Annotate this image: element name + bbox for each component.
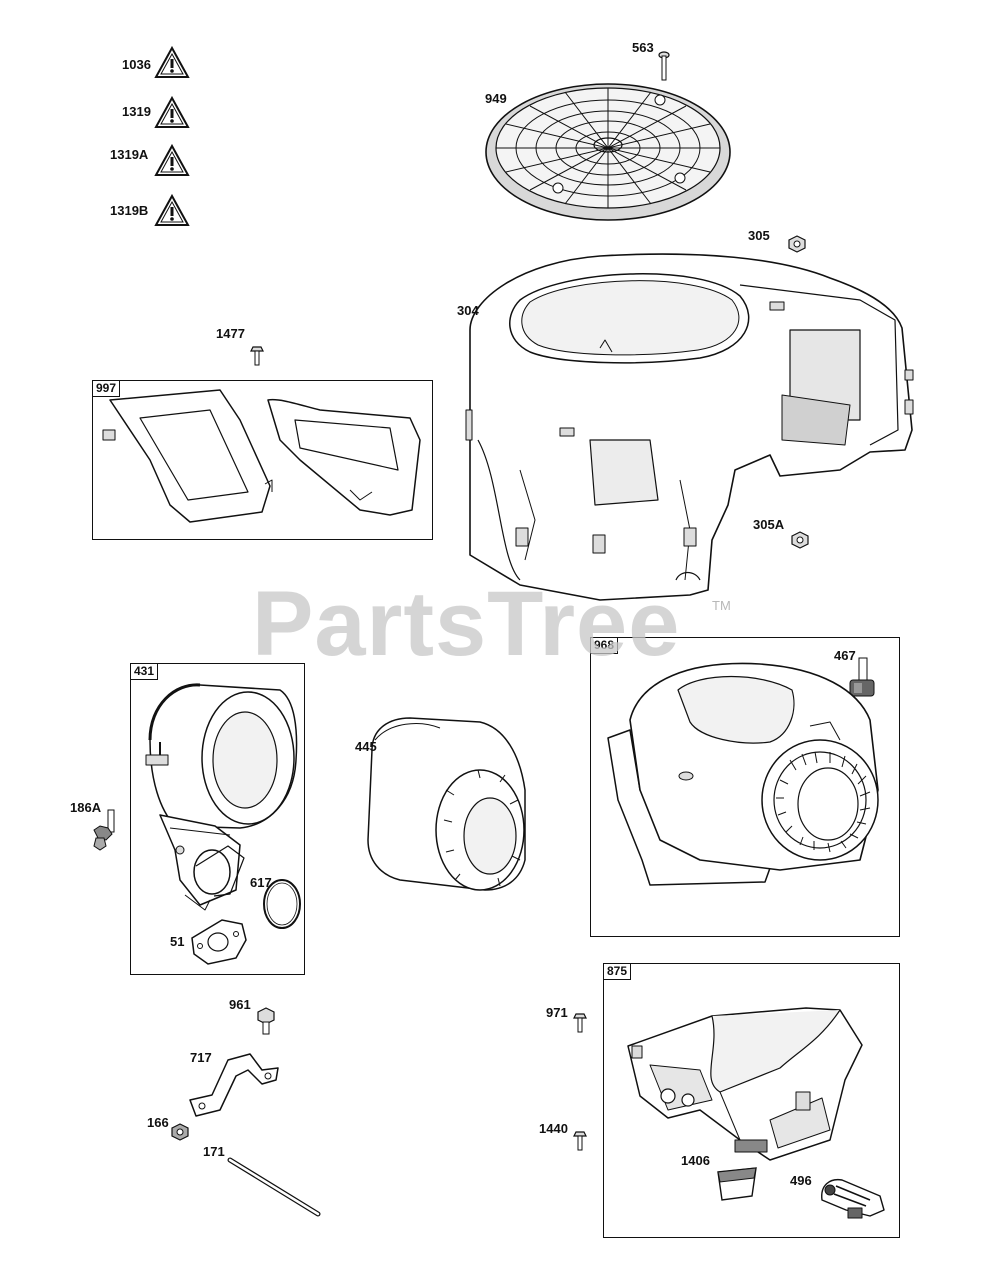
warning-label-1319b: 1319B xyxy=(110,203,149,218)
watermark-tm: TM xyxy=(712,598,731,613)
label-305: 305 xyxy=(748,228,770,243)
label-467: 467 xyxy=(834,648,856,663)
part-617-o-ring xyxy=(263,879,301,929)
label-563: 563 xyxy=(632,40,654,55)
part-875-cover xyxy=(627,1007,863,1161)
part-961-bolt xyxy=(257,1007,275,1035)
warning-label-1319: 1319 xyxy=(122,104,151,119)
warning-icon-1036 xyxy=(155,47,189,78)
frame-875 xyxy=(603,963,900,1238)
frame-997 xyxy=(92,380,433,540)
part-305-bolt xyxy=(788,235,806,253)
part-997-baffles xyxy=(102,389,421,523)
frame-431 xyxy=(130,663,305,975)
label-445: 445 xyxy=(355,739,377,754)
label-166: 166 xyxy=(147,1115,169,1130)
label-717: 717 xyxy=(190,1050,212,1065)
label-1406: 1406 xyxy=(681,1153,710,1168)
box-label-968: 968 xyxy=(590,637,619,655)
label-304: 304 xyxy=(457,303,479,318)
part-949-grille xyxy=(485,83,731,221)
box-label-875: 875 xyxy=(603,963,632,981)
box-label-997: 997 xyxy=(92,380,121,398)
part-1406-grommet xyxy=(717,1167,757,1201)
frame-968 xyxy=(590,637,900,937)
part-304-blower-housing xyxy=(465,253,914,601)
part-186a-fitting xyxy=(93,809,115,851)
part-171-rod xyxy=(227,1157,321,1217)
label-51: 51 xyxy=(170,934,185,949)
warning-icon-1319a xyxy=(155,145,189,176)
label-186a: 186A xyxy=(70,800,102,815)
part-431-air-cleaner-base xyxy=(145,683,298,911)
label-971: 971 xyxy=(546,1005,568,1020)
label-949: 949 xyxy=(485,91,507,106)
part-717-bracket xyxy=(189,1053,279,1117)
part-166-nut xyxy=(171,1123,189,1141)
part-968-cover xyxy=(607,662,879,886)
part-305a-bolt xyxy=(791,531,809,549)
part-1440-screw xyxy=(573,1131,587,1151)
part-1477-bolt xyxy=(250,346,264,366)
part-51-gasket xyxy=(191,919,247,965)
warning-icon-1319b xyxy=(155,195,189,226)
warning-label-1319a: 1319A xyxy=(110,147,149,162)
label-1477: 1477 xyxy=(216,326,245,341)
label-617: 617 xyxy=(250,875,272,890)
label-171: 171 xyxy=(203,1144,225,1159)
warning-label-1036: 1036 xyxy=(122,57,151,72)
label-961: 961 xyxy=(229,997,251,1012)
part-971-screw xyxy=(573,1013,587,1033)
label-305a: 305A xyxy=(753,517,785,532)
part-563-screw xyxy=(658,51,670,81)
part-496-clip xyxy=(821,1178,885,1219)
warning-icon-1319 xyxy=(155,97,189,128)
box-label-431: 431 xyxy=(130,663,159,681)
label-496: 496 xyxy=(790,1173,812,1188)
label-1440: 1440 xyxy=(539,1121,568,1136)
part-445-filter-element xyxy=(367,717,526,891)
part-467-fitting xyxy=(849,657,875,697)
